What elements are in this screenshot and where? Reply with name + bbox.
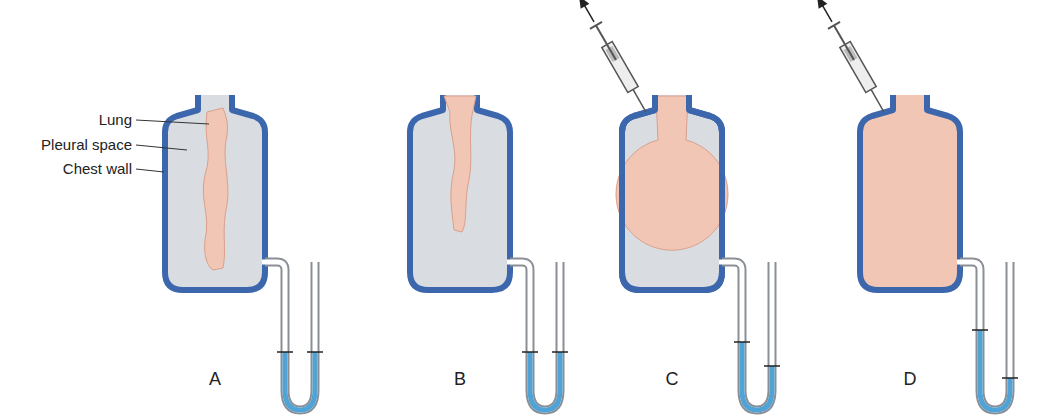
manometer-tube [960, 262, 1010, 410]
leader-line [136, 145, 187, 150]
leader-line [136, 169, 164, 172]
panel-letter: A [209, 370, 221, 390]
part-label: Chest wall [63, 161, 132, 178]
panel-letter: B [454, 370, 466, 390]
panel-letter: D [904, 370, 917, 390]
plunger-rod [834, 25, 854, 60]
plunger-rod [596, 25, 616, 60]
manometer-bore [719, 262, 772, 410]
plunger-handle [590, 22, 602, 29]
plunger-handle [828, 22, 840, 29]
chest-wall [860, 95, 960, 290]
manometer-tube [510, 262, 560, 410]
manometer-liquid [530, 352, 560, 410]
level-mark [552, 351, 568, 353]
manometer-bore [957, 262, 1010, 410]
chest-wall [410, 95, 510, 290]
level-mark [972, 329, 988, 331]
level-mark [764, 365, 780, 367]
syringe [811, 0, 890, 115]
manometer-liquid [980, 330, 1010, 410]
chest-wall [622, 95, 722, 290]
manometer-bore [507, 262, 560, 410]
panel-letter: C [666, 370, 679, 390]
part-label: Lung [99, 112, 132, 129]
arrow-head [813, 0, 828, 9]
manometer-tube [265, 262, 315, 410]
level-mark [277, 351, 293, 353]
needle [871, 89, 884, 112]
syringe-barrel [602, 41, 638, 92]
level-mark [307, 351, 323, 353]
level-mark [522, 351, 538, 353]
needle [633, 89, 646, 112]
lung [203, 108, 228, 270]
manometer-liquid [742, 342, 772, 410]
leader-line [136, 120, 209, 124]
chest-wall [165, 95, 265, 290]
level-mark [734, 341, 750, 343]
manometer-liquid [285, 352, 315, 410]
syringe-barrel [840, 41, 876, 92]
arrow-head [575, 0, 590, 9]
part-label: Pleural space [41, 137, 132, 154]
manometer-bore [262, 262, 315, 410]
manometer-tube [722, 262, 772, 410]
level-mark [1002, 377, 1018, 379]
syringe [573, 0, 652, 115]
lung [444, 96, 476, 232]
